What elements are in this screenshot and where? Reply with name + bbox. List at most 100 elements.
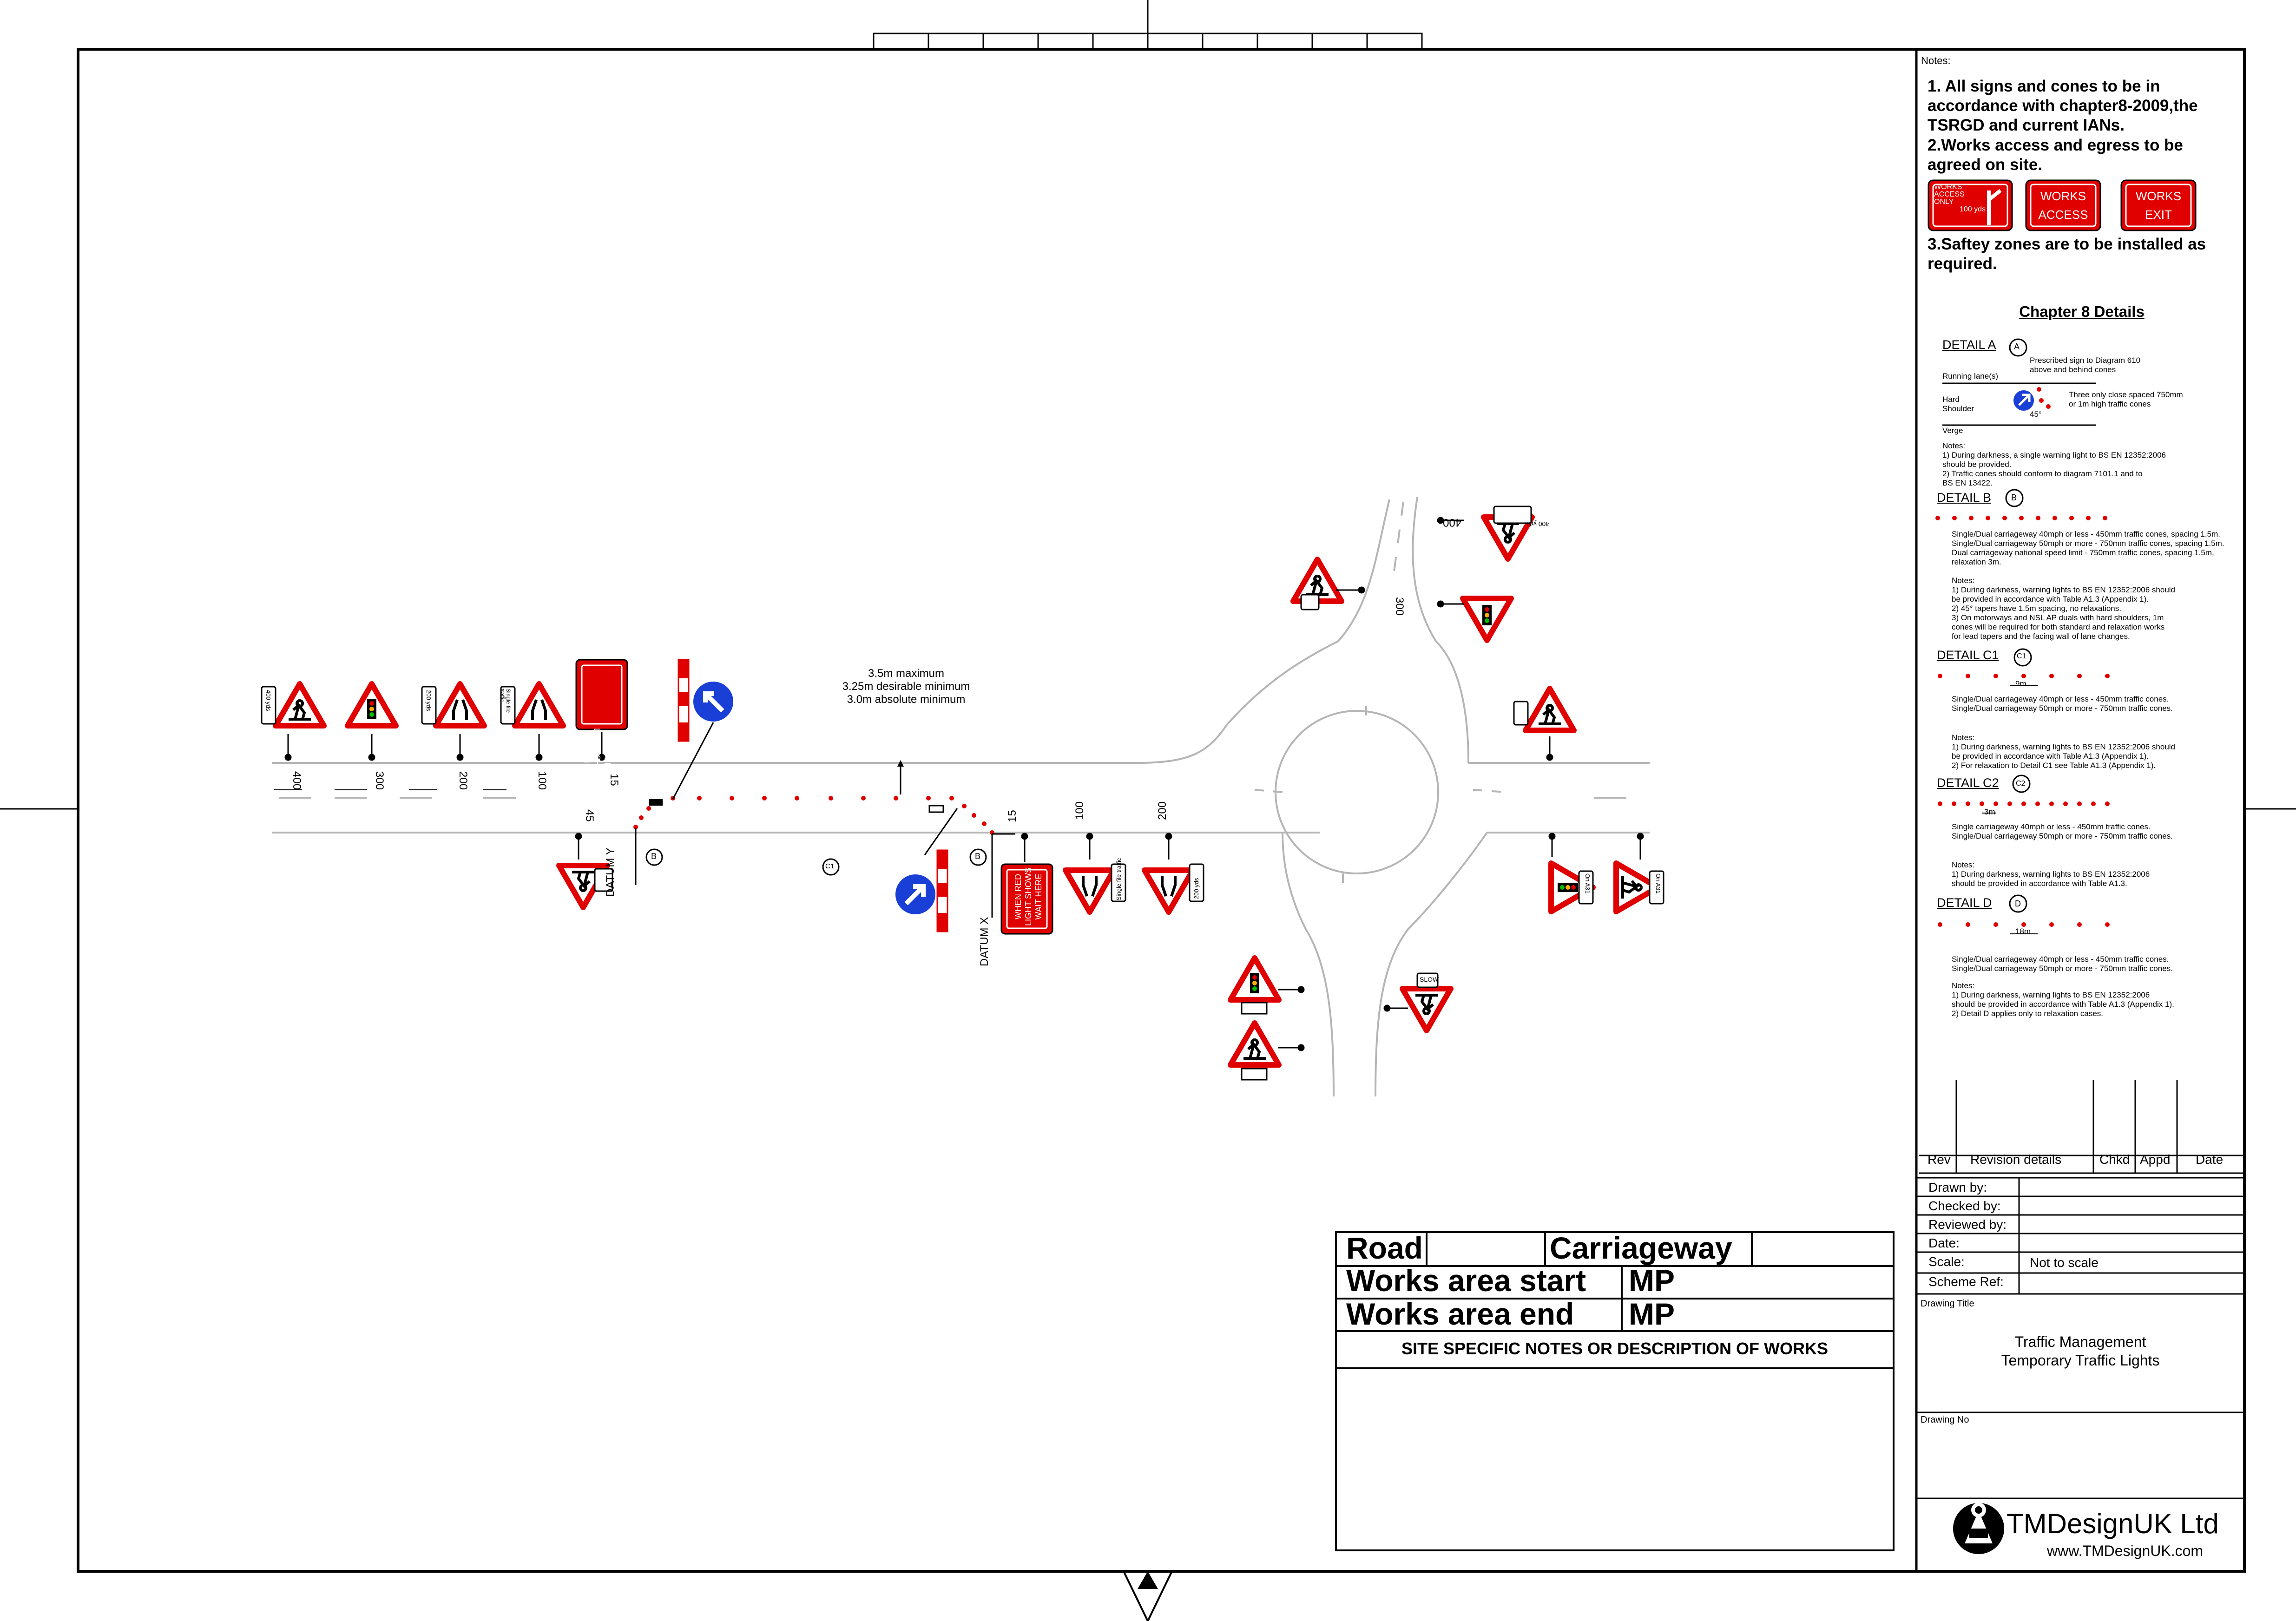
plate-on-a31-2: On A31 bbox=[1655, 873, 1662, 894]
detail-c2-lines: Single carriageway 40mph or less - 450mm… bbox=[1952, 822, 2173, 840]
dim-200-west: 200 bbox=[457, 771, 469, 790]
site-notes-heading: SITE SPECIFIC NOTES OR DESCRIPTION OF WO… bbox=[1401, 1339, 1829, 1358]
north-marker bbox=[1122, 1570, 1174, 1621]
top-ruler bbox=[873, 0, 1423, 50]
datum-y-label: DATUM Y bbox=[604, 847, 617, 897]
signal-west bbox=[649, 799, 663, 806]
detail-c1-dim: 9m bbox=[2015, 679, 2026, 688]
detail-c2-marker: C2 bbox=[2016, 780, 2026, 788]
detail-a-notes: Notes:1) During darkness, a single warni… bbox=[1942, 441, 2166, 487]
dim-100-east: 100 bbox=[1073, 801, 1086, 820]
detail-d-notes: Notes:1) During darkness, warning lights… bbox=[1952, 981, 2174, 1018]
works-area-end-label: Works area end bbox=[1346, 1297, 1574, 1331]
date-header: Date bbox=[2196, 1152, 2224, 1167]
dim-45-taper: 45 bbox=[583, 809, 596, 822]
note-3: 3.Saftey zones are to be installed as re… bbox=[1928, 235, 2206, 273]
brand-name: TMDesignUK Ltd bbox=[2007, 1508, 2219, 1539]
sign-road-narrows-200 bbox=[421, 684, 484, 726]
detail-a-angle: 45° bbox=[2030, 410, 2042, 419]
dim-15-east: 15 bbox=[1006, 810, 1019, 822]
checked-by-label: Checked by: bbox=[1928, 1199, 2001, 1213]
tmdesign-logo-icon bbox=[1953, 1503, 2004, 1554]
scale-label: Scale: bbox=[1928, 1254, 1965, 1269]
plate-200-yds: 200 yds bbox=[425, 690, 432, 711]
appd-header: Appd bbox=[2140, 1152, 2171, 1167]
plate-single-file: Single file traffic bbox=[499, 689, 512, 713]
notes-heading: Notes: bbox=[1921, 55, 1951, 66]
sign-road-narrows-100 bbox=[500, 684, 563, 726]
detail-d-lines: Single/Dual carriageway 40mph or less - … bbox=[1952, 955, 2173, 973]
plate-single-file-east: Single file traffic bbox=[1115, 858, 1122, 900]
plate-200-yds-east: 200 yds bbox=[1193, 878, 1200, 899]
marker-b-east-text: B bbox=[975, 852, 981, 861]
detail-d-label: DETAIL D bbox=[1937, 896, 1992, 910]
sheet-border bbox=[77, 48, 2246, 1573]
works-exit-sign bbox=[2120, 179, 2197, 231]
detail-a-verge: Verge bbox=[1942, 426, 1963, 435]
plate-slow: SLOW bbox=[1420, 976, 1439, 983]
detail-b-label: DETAIL B bbox=[1937, 491, 1992, 505]
detail-c1-label: DETAIL C1 bbox=[1937, 648, 1999, 662]
keep-left-sign-east bbox=[894, 849, 948, 932]
dim-200-east: 200 bbox=[1156, 801, 1169, 820]
sign-when-red-east bbox=[1000, 863, 1053, 935]
marker-b-west-text: B bbox=[651, 852, 657, 861]
chapter8-title: Chapter 8 Details bbox=[2019, 303, 2145, 320]
detail-c2-label: DETAIL C2 bbox=[1937, 776, 1999, 790]
datum-x-label: DATUM X bbox=[978, 917, 991, 966]
marker-c1-text: C1 bbox=[825, 862, 835, 870]
rev-details-header: Revision details bbox=[1970, 1152, 2062, 1167]
plate-on-a31-1: On A31 bbox=[1584, 873, 1591, 894]
start-mp-label: MP bbox=[1629, 1263, 1675, 1298]
sign-when-red-west bbox=[575, 659, 628, 730]
dim-100-west: 100 bbox=[536, 771, 548, 790]
detail-c1-lines: Single/Dual carriageway 40mph or less - … bbox=[1952, 695, 2173, 713]
detail-c2-dim: 3m bbox=[1984, 807, 1995, 816]
scheme-ref-label: Scheme Ref: bbox=[1928, 1274, 2004, 1289]
drawing-no-label: Drawing No bbox=[1921, 1415, 1969, 1425]
brand-url: www.TMDesignUK.com bbox=[2047, 1542, 2204, 1559]
detail-a-marker: A bbox=[2014, 342, 2020, 351]
drawing-title-label: Drawing Title bbox=[1921, 1299, 1974, 1309]
chkd-header: Chkd bbox=[2099, 1152, 2130, 1167]
marker-b-east bbox=[969, 848, 987, 866]
dim-300-north: 300 bbox=[1393, 597, 1406, 616]
marker-b-west bbox=[645, 848, 663, 866]
marker-c1 bbox=[822, 858, 840, 876]
cone-taper bbox=[633, 796, 994, 835]
sign-traffic-signals-300 bbox=[348, 684, 396, 726]
plate-400-yds-north: 400 yds bbox=[1526, 520, 1550, 528]
note-2: 2.Works access and egress to be agreed o… bbox=[1928, 136, 2183, 174]
detail-a-label: DETAIL A bbox=[1942, 338, 1996, 352]
end-mp-label: MP bbox=[1629, 1297, 1675, 1331]
road-layout bbox=[272, 497, 1650, 1097]
detail-c1-notes: Notes:1) During darkness, warning lights… bbox=[1952, 733, 2176, 770]
road-label: Road bbox=[1346, 1231, 1423, 1265]
detail-b-marker: B bbox=[2011, 493, 2017, 502]
detail-c1-marker: C1 bbox=[2017, 652, 2026, 660]
detail-d-dim: 18m bbox=[2015, 927, 2031, 936]
works-access-only-sign bbox=[1928, 179, 2013, 231]
carriageway-label: Carriageway bbox=[1550, 1231, 1732, 1265]
works-access-sign bbox=[2025, 179, 2101, 231]
scale-value: Not to scale bbox=[2030, 1255, 2099, 1270]
dim-400-north: 400 bbox=[1443, 516, 1462, 529]
detail-a-running: Running lane(s) bbox=[1942, 372, 1999, 381]
drawn-by-label: Drawn by: bbox=[1928, 1180, 1987, 1194]
reviewed-by-label: Reviewed by: bbox=[1928, 1217, 2007, 1232]
title-block bbox=[1335, 1231, 1895, 1551]
date-label: Date: bbox=[1928, 1236, 1960, 1250]
note-1: 1. All signs and cones to be in accordan… bbox=[1928, 77, 2198, 134]
dim-300-west: 300 bbox=[373, 771, 386, 790]
dim-400-west: 400 bbox=[290, 771, 303, 790]
detail-c2-notes: Notes:1) During darkness, warning lights… bbox=[1952, 860, 2150, 888]
detail-b-notes: Notes:1) During darkness, warning lights… bbox=[1952, 576, 2176, 641]
